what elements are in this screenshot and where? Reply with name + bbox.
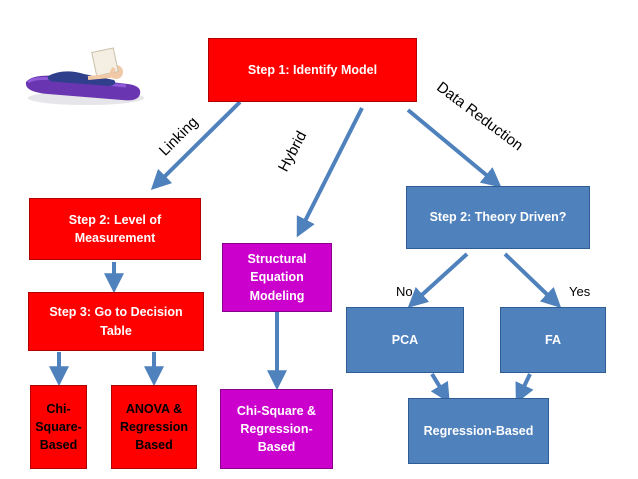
chi-square-based-box: Chi- Square- Based xyxy=(30,385,87,469)
arrow-pca-to-reg xyxy=(430,372,450,404)
anova-regression-based-box: ANOVA & Regression Based xyxy=(111,385,197,469)
step1-identify-model-box: Step 1: Identify Model xyxy=(208,38,417,102)
pca-box: PCA xyxy=(346,307,464,373)
arrow-yes xyxy=(503,252,562,308)
arrow-data-reduction xyxy=(406,108,502,188)
label-no: No xyxy=(396,284,413,299)
arrow-fa-to-reg xyxy=(515,373,534,404)
step3-decision-table-box: Step 3: Go to Decision Table xyxy=(28,292,204,351)
arrow-no xyxy=(407,252,469,308)
step2-level-of-measurement-box: Step 2: Level of Measurement xyxy=(29,198,201,260)
person-reading-on-air-mattress-icon xyxy=(25,47,144,105)
label-yes: Yes xyxy=(569,284,591,299)
regression-based-box: Regression-Based xyxy=(408,398,549,464)
step2-theory-driven-box: Step 2: Theory Driven? xyxy=(406,186,590,249)
arrow-linking xyxy=(150,100,242,191)
arrow-hybrid xyxy=(296,107,364,238)
structural-equation-modeling-box: Structural Equation Modeling xyxy=(222,243,332,312)
chi-square-regression-based-box: Chi-Square & Regression- Based xyxy=(220,389,333,469)
fa-box: FA xyxy=(500,307,606,373)
